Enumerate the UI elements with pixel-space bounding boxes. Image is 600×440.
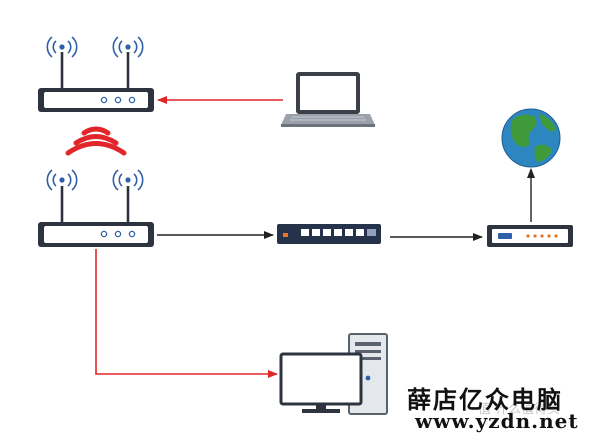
wifi-waves-icon bbox=[65, 126, 127, 156]
connections bbox=[95, 96, 535, 378]
router-top-led bbox=[100, 96, 108, 104]
router-top bbox=[38, 36, 154, 112]
modem-icon bbox=[487, 225, 573, 247]
edge-router-main-to-desktop bbox=[95, 249, 278, 378]
router-main-antenna-right bbox=[112, 169, 144, 224]
switch-icon bbox=[277, 224, 381, 244]
router-top-antenna-left bbox=[46, 36, 78, 90]
router-main-led bbox=[128, 230, 136, 238]
router-top-antenna-right bbox=[112, 36, 144, 90]
router-main-led bbox=[114, 230, 122, 238]
switch-ports bbox=[301, 229, 364, 236]
laptop-icon bbox=[281, 72, 375, 127]
router-main-antenna-left bbox=[46, 169, 78, 224]
pc-monitor bbox=[279, 352, 363, 406]
watermark-chinese: 薛店亿众电脑 bbox=[407, 385, 563, 414]
router-top-led bbox=[114, 96, 122, 104]
globe-icon bbox=[501, 108, 561, 168]
desktop-computer-icon bbox=[279, 333, 388, 415]
router-main bbox=[38, 169, 154, 247]
router-top-led bbox=[128, 96, 136, 104]
watermark-faint: 值 什么值得买 bbox=[478, 402, 561, 417]
router-main-led bbox=[100, 230, 108, 238]
watermark-url: www.yzdn.net bbox=[415, 409, 579, 433]
